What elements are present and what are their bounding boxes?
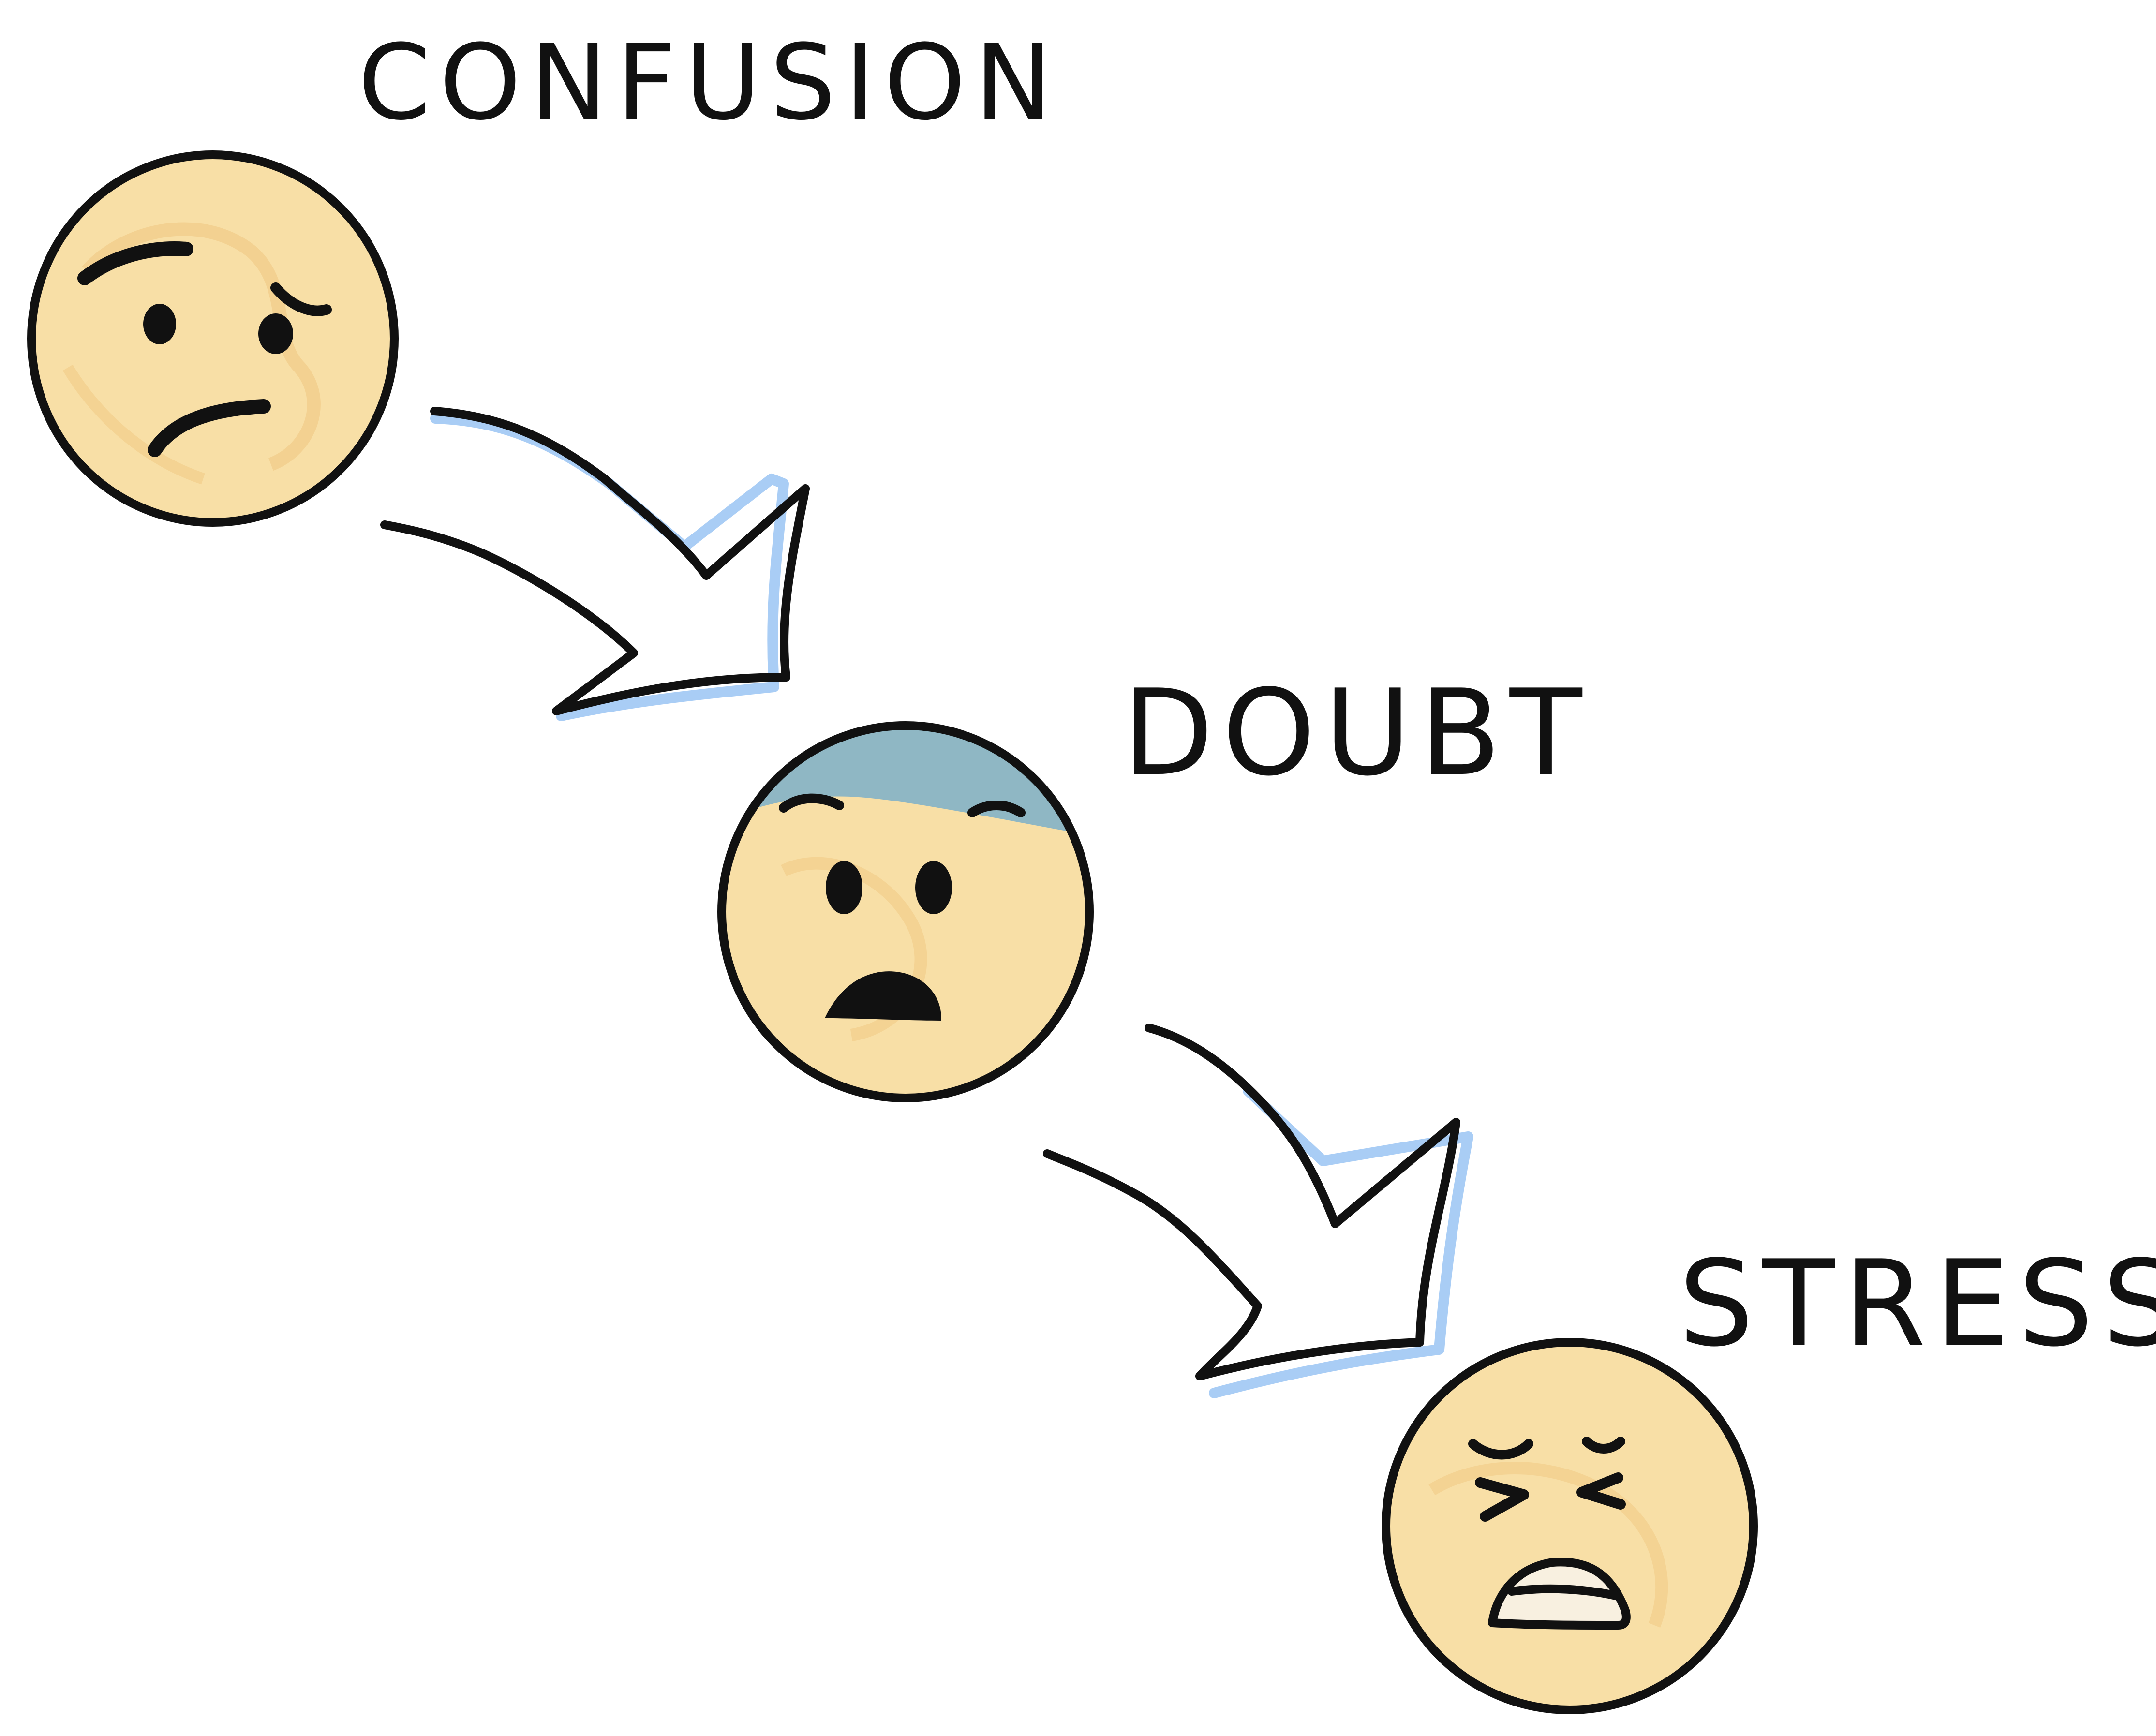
doubt-right-eyebrow [967,801,1026,817]
label-doubt: DOUBT [1122,664,1591,802]
arrow-1-curved-arrow-icon [380,407,810,721]
label-stress: STRESS [1679,1235,2156,1373]
stress-face [1382,1338,1758,1714]
doubt-face [717,721,1094,1102]
confusion-right-eye [258,313,293,354]
stress-right-squint [1576,1472,1626,1510]
doubt-left-eye [826,861,862,914]
stress-mouth [1488,1558,1631,1630]
confusion-mouth [148,399,271,457]
label-confusion: CONFUSION [358,22,1061,143]
stress-left-closed-eye [1468,1439,1533,1460]
doubt-mouth [825,971,941,1021]
arrow-2-curved-arrow-icon [1043,1024,1473,1398]
confusion-left-eyebrow [77,241,193,285]
doubt-right-eye [915,861,952,914]
confusion-face [27,150,399,527]
doubt-left-eyebrow [779,793,844,813]
confusion-right-eyebrow [270,282,332,316]
stress-left-squint [1475,1477,1529,1522]
confusion-left-eye [143,304,176,344]
stress-right-closed-eye [1582,1437,1625,1454]
